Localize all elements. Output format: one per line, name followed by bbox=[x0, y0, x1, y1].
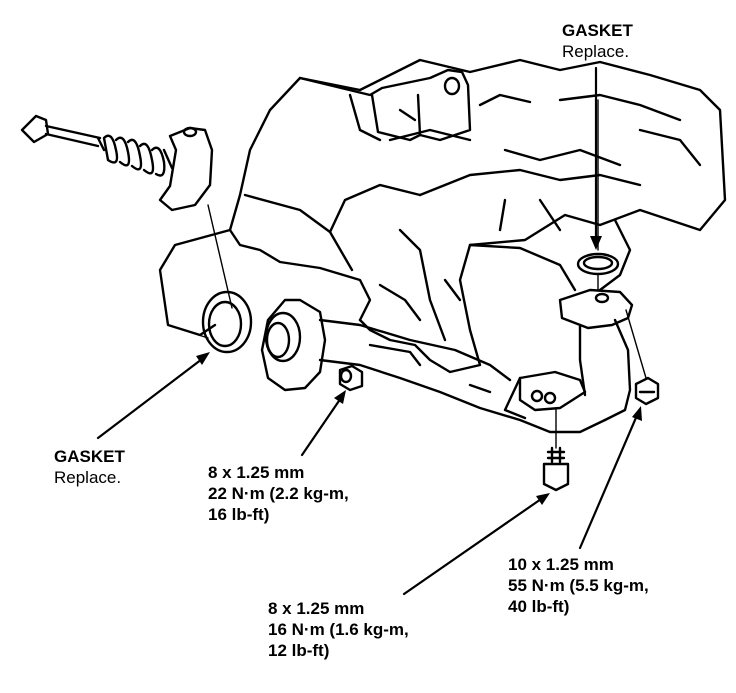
nut-spec-torque: 55 N·m (5.5 kg-m, bbox=[508, 576, 649, 595]
flange-bolt-spec-torque: 22 N·m (2.2 kg-m, bbox=[208, 484, 349, 503]
pipe-bracket bbox=[503, 370, 587, 420]
bracket-bolt-spec-size: 8 x 1.25 mm bbox=[268, 599, 365, 618]
top-gasket bbox=[576, 252, 620, 276]
leader-arrows bbox=[96, 66, 642, 596]
nut-spec: 10 x 1.25 mm 55 N·m (5.5 kg-m, 40 lb-ft) bbox=[508, 554, 649, 617]
left-gasket-title: GASKET bbox=[54, 447, 125, 466]
top-gasket-title: GASKET bbox=[562, 21, 633, 40]
pipe-nut bbox=[634, 376, 660, 406]
top-gasket-label: GASKET Replace. bbox=[562, 20, 633, 62]
spring-bolt bbox=[20, 114, 214, 212]
nut-spec-lbft: 40 lb-ft) bbox=[508, 597, 570, 616]
bracket-bolt-spec-lbft: 12 lb-ft) bbox=[268, 641, 330, 660]
exhaust-pipe bbox=[260, 288, 634, 434]
flange-bolt-spec-lbft: 16 lb-ft) bbox=[208, 505, 270, 524]
left-gasket bbox=[201, 290, 253, 354]
bracket-bolt-spec-torque: 16 N·m (1.6 kg-m, bbox=[268, 620, 409, 639]
shaft-assembly bbox=[298, 68, 472, 142]
engine-block bbox=[158, 58, 727, 374]
nut-spec-size: 10 x 1.25 mm bbox=[508, 555, 614, 574]
top-gasket-note: Replace. bbox=[562, 42, 630, 61]
flange-bolt bbox=[338, 364, 364, 392]
left-gasket-label: GASKET Replace. bbox=[54, 446, 125, 488]
bracket-bolt-spec: 8 x 1.25 mm 16 N·m (1.6 kg-m, 12 lb-ft) bbox=[268, 598, 409, 661]
bracket-bolt bbox=[542, 446, 570, 492]
flange-bolt-spec-size: 8 x 1.25 mm bbox=[208, 463, 305, 482]
guide-lines bbox=[167, 99, 647, 449]
flange-bolt-spec: 8 x 1.25 mm 22 N·m (2.2 kg-m, 16 lb-ft) bbox=[208, 462, 349, 525]
left-gasket-note: Replace. bbox=[54, 468, 122, 487]
